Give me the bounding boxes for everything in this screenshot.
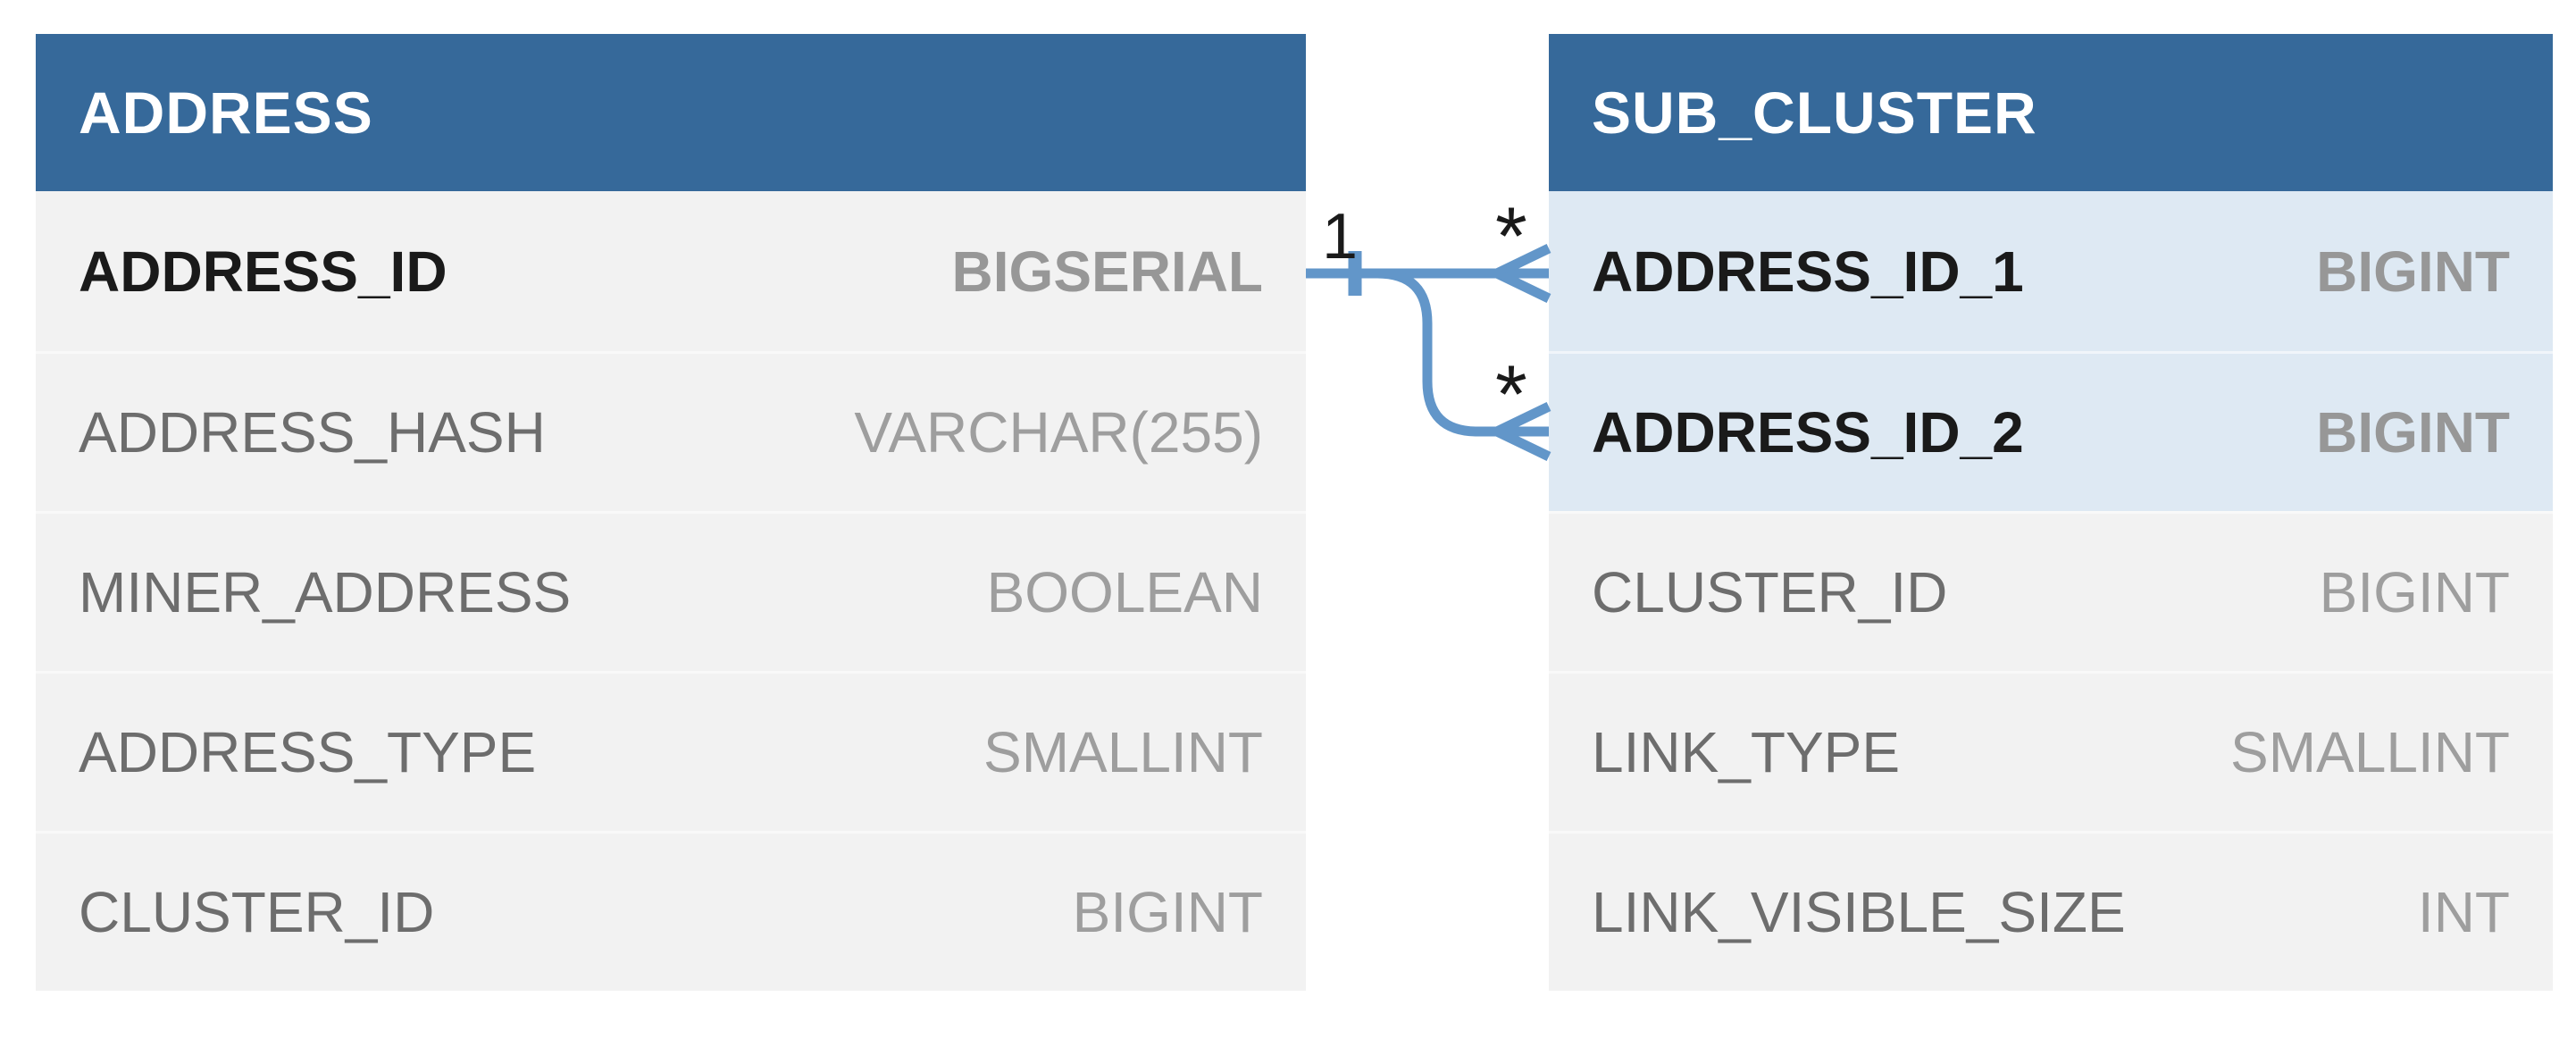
- column-row-address-id-2: ADDRESS_ID_2 BIGINT: [1549, 351, 2553, 511]
- column-name: ADDRESS_TYPE: [79, 720, 537, 784]
- column-type: INT: [2417, 880, 2510, 944]
- column-row-link-visible-size: LINK_VISIBLE_SIZE INT: [1549, 831, 2553, 991]
- crow-foot-icon: [1494, 402, 1551, 436]
- entity-sub-cluster-title: SUB_CLUSTER: [1592, 80, 2037, 146]
- column-row-cluster-id: CLUSTER_ID BIGINT: [36, 831, 1306, 991]
- cardinality-many-label: *: [1495, 191, 1527, 282]
- column-row-address-id: ADDRESS_ID BIGSERIAL: [36, 191, 1306, 351]
- column-name: ADDRESS_HASH: [79, 400, 546, 465]
- column-row-miner-address: MINER_ADDRESS BOOLEAN: [36, 511, 1306, 671]
- crow-foot-icon: [1494, 244, 1551, 278]
- column-name: CLUSTER_ID: [79, 880, 435, 944]
- column-type: BIGINT: [2319, 560, 2510, 624]
- entity-address: ADDRESS ADDRESS_ID BIGSERIAL ADDRESS_HAS…: [36, 34, 1306, 991]
- column-type: BIGINT: [2316, 239, 2510, 304]
- column-row-address-id-1: ADDRESS_ID_1 BIGINT: [1549, 191, 2553, 351]
- column-type: VARCHAR(255): [854, 400, 1263, 465]
- cardinality-one-label: 1: [1322, 201, 1358, 272]
- entity-sub-cluster: SUB_CLUSTER ADDRESS_ID_1 BIGINT ADDRESS_…: [1549, 34, 2553, 991]
- entity-address-header: ADDRESS: [36, 34, 1306, 191]
- crow-foot-icon: [1494, 269, 1551, 303]
- relationship-connector: 1 * *: [1306, 191, 1551, 461]
- column-type: BIGINT: [1072, 880, 1263, 944]
- column-name: ADDRESS_ID_2: [1592, 400, 2024, 465]
- column-name: MINER_ADDRESS: [79, 560, 572, 624]
- crow-foot-icon: [1494, 427, 1551, 461]
- relationship-branch-line: [1376, 268, 1549, 437]
- column-row-link-type: LINK_TYPE SMALLINT: [1549, 671, 2553, 831]
- column-name: CLUSTER_ID: [1592, 560, 1948, 624]
- entity-sub-cluster-header: SUB_CLUSTER: [1549, 34, 2553, 191]
- column-row-cluster-id: CLUSTER_ID BIGINT: [1549, 511, 2553, 671]
- column-row-address-hash: ADDRESS_HASH VARCHAR(255): [36, 351, 1306, 511]
- column-name: LINK_TYPE: [1592, 720, 1901, 784]
- entity-address-title: ADDRESS: [79, 80, 373, 146]
- column-type: BIGINT: [2316, 400, 2510, 465]
- cardinality-many-label: *: [1495, 349, 1527, 440]
- column-name: ADDRESS_ID: [79, 239, 447, 304]
- column-name: LINK_VISIBLE_SIZE: [1592, 880, 2126, 944]
- column-row-address-type: ADDRESS_TYPE SMALLINT: [36, 671, 1306, 831]
- column-type: SMALLINT: [983, 720, 1263, 784]
- column-type: BIGSERIAL: [951, 239, 1263, 304]
- column-type: SMALLINT: [2230, 720, 2510, 784]
- column-name: ADDRESS_ID_1: [1592, 239, 2024, 304]
- column-type: BOOLEAN: [986, 560, 1263, 624]
